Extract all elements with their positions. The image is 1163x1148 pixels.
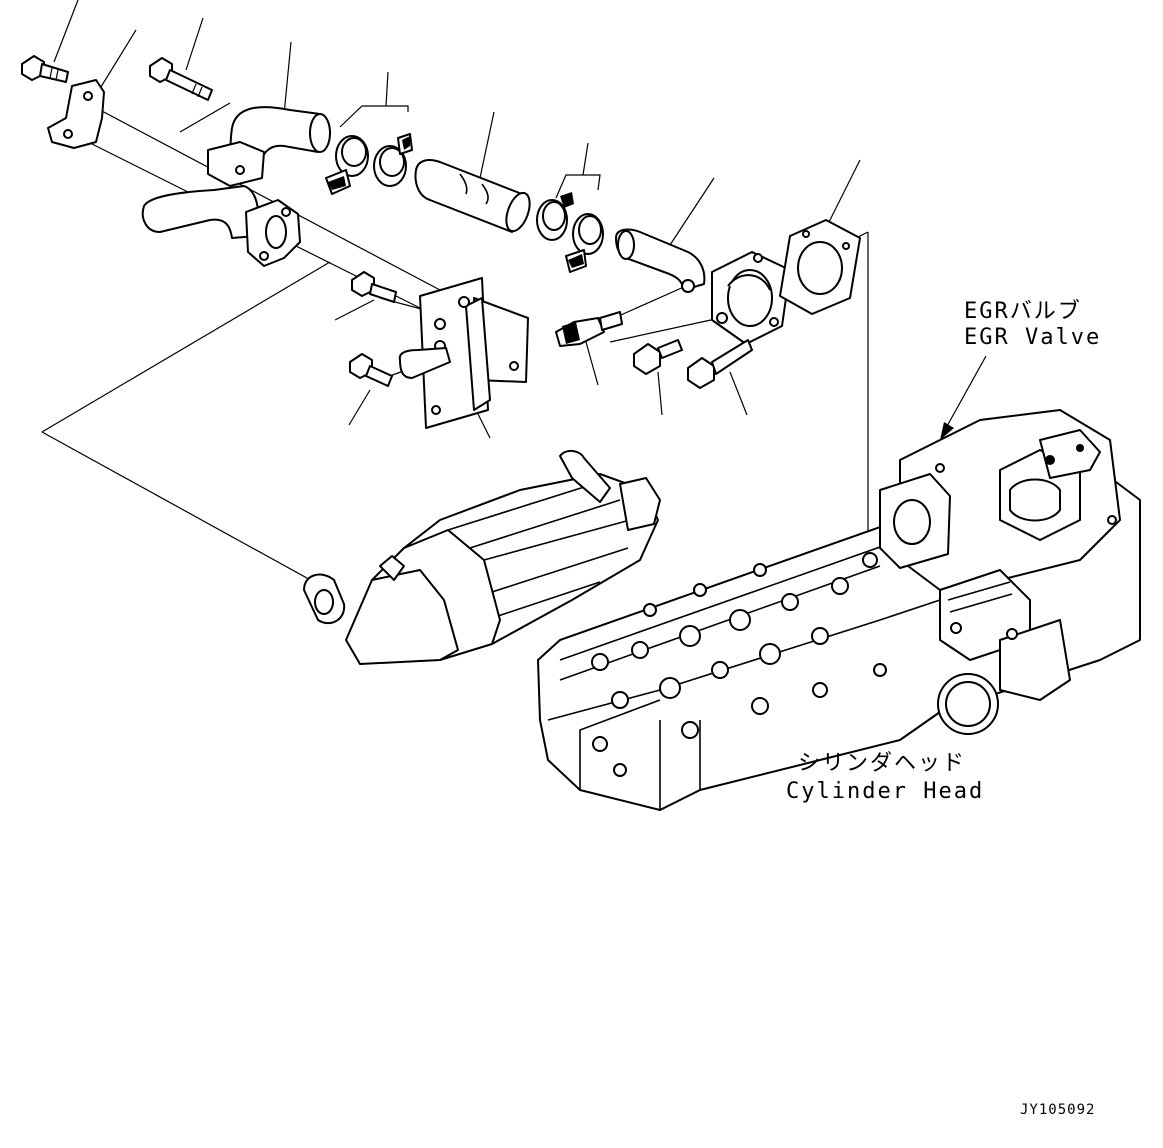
flange-bolt-icon (149, 57, 213, 101)
egr-valve-label-jp: EGRバルブ (964, 299, 1082, 324)
head-bolt-holes (591, 522, 928, 777)
egr-pipe-upper (141, 106, 331, 267)
flange-bolt-icon (633, 339, 683, 375)
flange-bolt-icon (21, 55, 69, 83)
egr-valve-label-en: EGR Valve (964, 325, 1101, 350)
egr-cooler (345, 450, 661, 665)
flange-bolt-icon (351, 271, 397, 303)
hose-clamp-icon (536, 192, 574, 241)
hose-clamp-icon (325, 135, 369, 195)
hose-clamp-icon (565, 213, 604, 273)
egr-valve (879, 409, 1121, 735)
oval-gasket (303, 573, 346, 625)
support-bracket (398, 277, 529, 429)
flange-bolt-icon (349, 353, 393, 387)
cylinder-head-label-en: Cylinder Head (786, 779, 984, 804)
mounting-bracket (47, 79, 105, 149)
egr-valve-pointer (940, 355, 987, 440)
rubber-hose (414, 159, 531, 233)
flange-bolt-icon (687, 339, 753, 389)
cylinder-head-label-jp: シリンダヘッド (798, 751, 966, 776)
drawing-code: JY105092 (1020, 1102, 1095, 1118)
egr-pipe-lower (615, 228, 791, 345)
square-gasket (779, 219, 861, 315)
temperature-sensor (555, 311, 623, 347)
hose-clamp-icon (373, 133, 413, 187)
